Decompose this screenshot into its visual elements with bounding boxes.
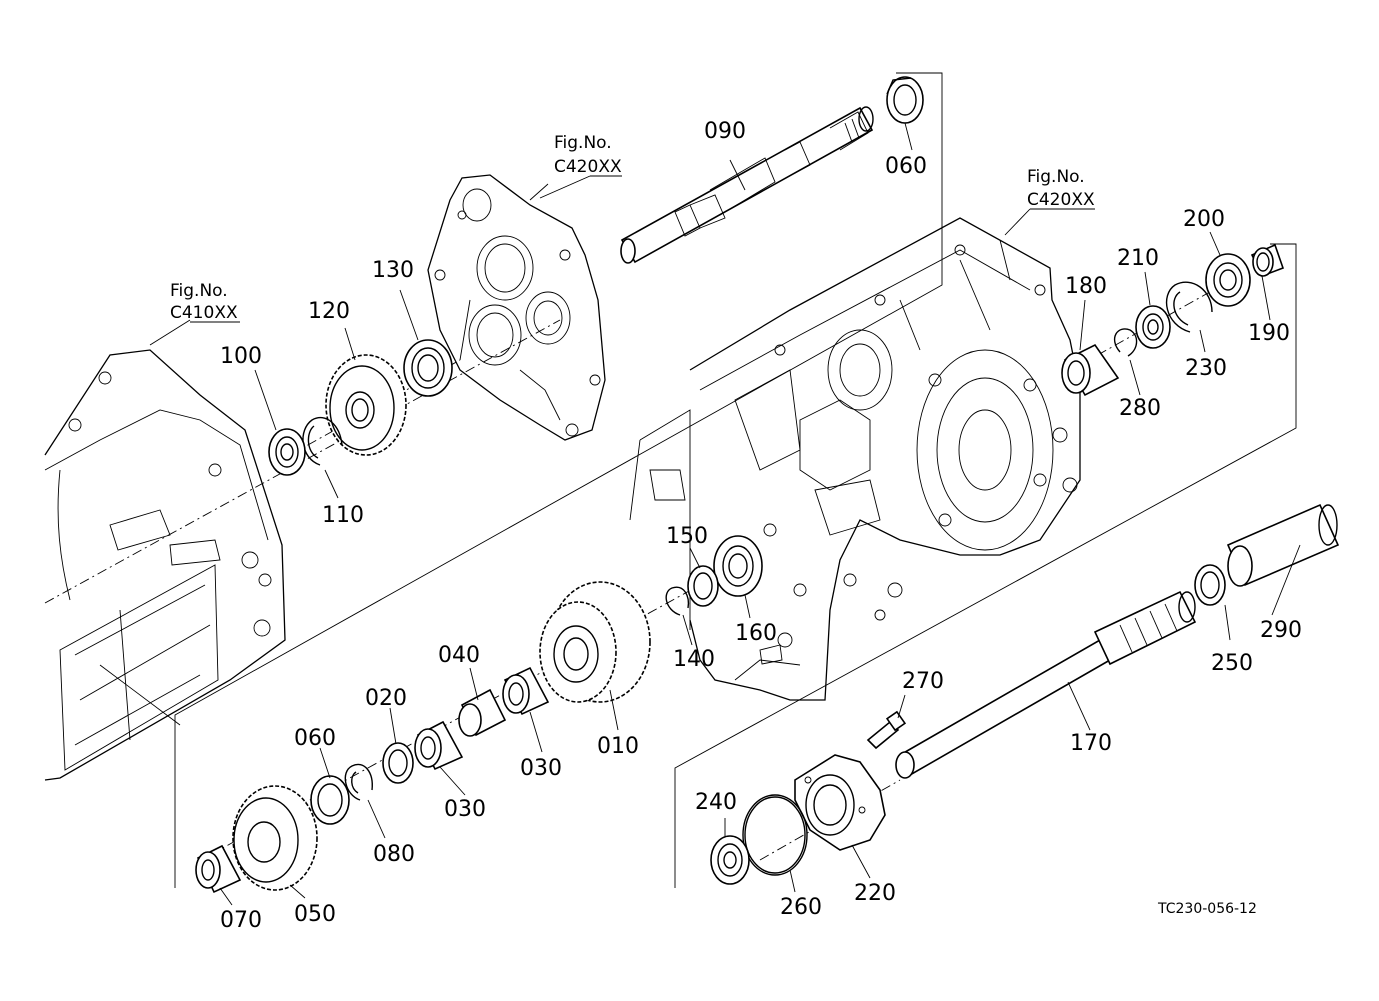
part-240-seal bbox=[710, 835, 750, 885]
label-050: 050 bbox=[294, 902, 336, 927]
fig-ref-c420xx-upper: Fig.No. C420XX bbox=[554, 133, 622, 177]
label-100: 100 bbox=[220, 344, 262, 369]
part-150-seal bbox=[687, 565, 719, 607]
label-090: 090 bbox=[704, 119, 746, 144]
label-010: 010 bbox=[597, 734, 639, 759]
part-170-pto-shaft bbox=[895, 590, 1197, 779]
part-220-retainer-housing bbox=[794, 754, 886, 851]
figure-code: TC230-056-12 bbox=[1157, 901, 1257, 917]
label-110: 110 bbox=[322, 503, 364, 528]
label-030-b: 030 bbox=[444, 797, 486, 822]
part-270-bolt bbox=[866, 710, 907, 750]
part-180-needle-bearing bbox=[1061, 343, 1120, 397]
part-040-bushing bbox=[458, 688, 507, 737]
part-290-cover-tube bbox=[1226, 503, 1340, 587]
part-030-needle-bearing-a bbox=[502, 666, 550, 716]
label-140: 140 bbox=[673, 647, 715, 672]
label-280: 280 bbox=[1119, 396, 1161, 421]
label-170: 170 bbox=[1070, 731, 1112, 756]
label-040: 040 bbox=[438, 643, 480, 668]
label-290: 290 bbox=[1260, 618, 1302, 643]
part-260-o-ring bbox=[742, 794, 808, 876]
label-080: 080 bbox=[373, 842, 415, 867]
part-100-bearing bbox=[268, 428, 306, 476]
fig-ref-c410xx-line2: C410XX bbox=[170, 303, 238, 323]
label-030-a: 030 bbox=[520, 756, 562, 781]
label-150: 150 bbox=[666, 524, 708, 549]
fig-ref-c420xx-right-line2: C420XX bbox=[1027, 190, 1095, 210]
part-110-snap-ring bbox=[302, 417, 343, 466]
label-060-upper: 060 bbox=[885, 154, 927, 179]
fig-ref-c420xx-upper-line1: Fig.No. bbox=[554, 133, 612, 153]
label-060-lower: 060 bbox=[294, 726, 336, 751]
part-030-needle-bearing-b bbox=[414, 720, 464, 771]
label-190: 190 bbox=[1248, 321, 1290, 346]
label-020: 020 bbox=[365, 686, 407, 711]
label-250: 250 bbox=[1211, 651, 1253, 676]
part-200-bearing bbox=[1205, 253, 1251, 307]
part-160-bearing bbox=[713, 535, 763, 597]
part-230-snap-ring bbox=[1165, 281, 1213, 333]
main-transmission-case bbox=[629, 217, 1081, 701]
part-020-washer bbox=[382, 742, 414, 784]
label-260: 260 bbox=[780, 895, 822, 920]
label-270: 270 bbox=[902, 669, 944, 694]
label-130: 130 bbox=[372, 258, 414, 283]
left-transmission-housing bbox=[44, 349, 286, 781]
upper-cover-plate bbox=[427, 174, 606, 441]
part-060-upper-seal bbox=[886, 76, 924, 124]
label-120: 120 bbox=[308, 299, 350, 324]
part-090-main-shaft bbox=[620, 106, 874, 264]
part-050-gear bbox=[232, 785, 318, 891]
group-frame-lines bbox=[174, 72, 1297, 888]
leader-lines bbox=[149, 122, 1301, 906]
part-070-needle-bearing bbox=[195, 844, 242, 894]
part-140-snap-ring bbox=[665, 586, 690, 616]
part-130-bearing bbox=[403, 339, 453, 397]
fig-ref-c410xx: Fig.No. C410XX bbox=[170, 281, 238, 323]
label-160: 160 bbox=[735, 621, 777, 646]
label-220: 220 bbox=[854, 881, 896, 906]
part-060-lower-seal bbox=[310, 775, 350, 825]
fig-ref-c420xx-right: Fig.No. C420XX bbox=[1027, 167, 1095, 210]
label-180: 180 bbox=[1065, 274, 1107, 299]
part-number-labels: 090 060 130 120 100 110 180 210 200 190 … bbox=[220, 119, 1302, 933]
part-190-bushing bbox=[1250, 243, 1285, 278]
part-210-bearing bbox=[1135, 305, 1171, 349]
label-070: 070 bbox=[220, 908, 262, 933]
label-200: 200 bbox=[1183, 207, 1225, 232]
part-080-snap-ring bbox=[344, 763, 373, 801]
fig-ref-c420xx-upper-line2: C420XX bbox=[554, 157, 622, 177]
part-010-gear bbox=[539, 581, 651, 703]
label-210: 210 bbox=[1117, 246, 1159, 271]
part-120-gear bbox=[325, 354, 407, 456]
fig-ref-c420xx-right-line1: Fig.No. bbox=[1027, 167, 1085, 187]
part-280-snap-ring bbox=[1114, 328, 1138, 357]
label-240: 240 bbox=[695, 790, 737, 815]
part-250-seal bbox=[1194, 564, 1226, 606]
fig-ref-c410xx-line1: Fig.No. bbox=[170, 281, 228, 301]
label-230: 230 bbox=[1185, 356, 1227, 381]
